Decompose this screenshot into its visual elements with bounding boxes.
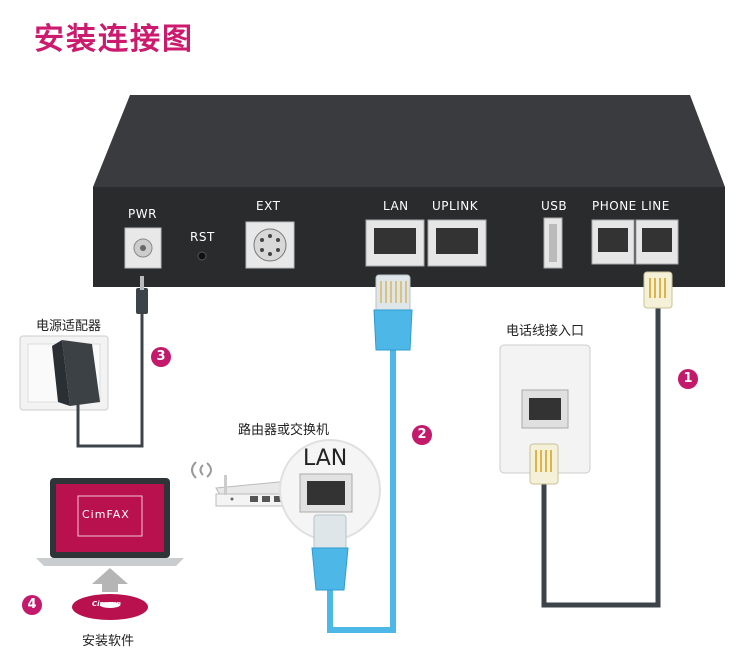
label-router-switch: 路由器或交换机: [238, 423, 330, 438]
rj11-plug-wall: [529, 443, 559, 485]
label-phone-wall-jack: 电话线接入口: [506, 324, 585, 339]
lan-cable: [327, 350, 396, 633]
rj11-plug-device: [643, 271, 673, 309]
wifi-icon: [191, 461, 197, 479]
rj45-plug-router: [313, 514, 347, 552]
step-badge-3: 3: [151, 347, 171, 367]
label-install-software: 安装软件: [82, 634, 135, 649]
phone-cable: [541, 300, 661, 608]
label-router-lan: LAN: [303, 446, 348, 471]
pwr-port: [124, 227, 162, 269]
laptop-base: [36, 558, 184, 566]
power-cable: [76, 310, 144, 448]
port-label-ext: EXT: [256, 199, 281, 213]
upload-arrow-icon: [92, 568, 128, 592]
power-plug: [136, 288, 148, 314]
device-top-face: [93, 95, 725, 187]
step-badge-1: 1: [678, 369, 698, 389]
port-label-uplink: UPLINK: [432, 199, 479, 213]
laptop-logo: CimFAX: [82, 508, 130, 521]
port-label-pwr: PWR: [128, 207, 157, 221]
step-badge-2: 2: [412, 425, 432, 445]
port-label-usb: USB: [541, 199, 568, 213]
page-title: 安装连接图: [34, 22, 194, 57]
port-label-lan: LAN: [383, 199, 409, 213]
cd-logo: Cimsun: [92, 600, 121, 608]
rst-hole: [197, 251, 207, 261]
power-adapter: [62, 340, 100, 406]
label-power-adapter: 电源适配器: [36, 319, 102, 334]
step-badge-4: 4: [22, 595, 42, 615]
port-label-phone-line: PHONE LINE: [592, 199, 670, 213]
port-label-rst: RST: [190, 230, 215, 244]
